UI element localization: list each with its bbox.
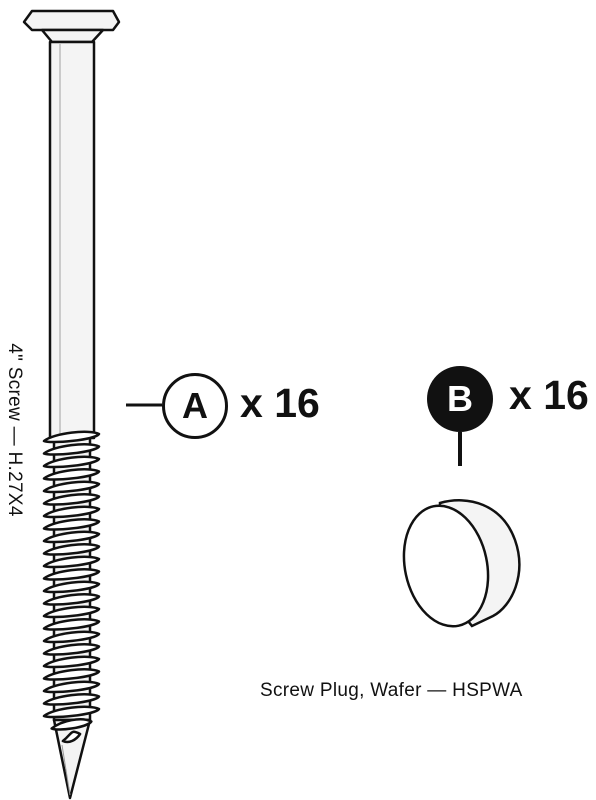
quantity-a: x 16 — [240, 380, 320, 426]
thread-ridge — [42, 705, 101, 719]
thread-ridge — [42, 618, 101, 631]
thread-ridge — [42, 593, 101, 606]
screw-caption: 4" Screw — H.27X4 — [4, 343, 25, 517]
thread-ridge — [50, 718, 93, 731]
thread-ridge — [42, 518, 101, 531]
screw-icon — [22, 9, 121, 800]
thread-ridge — [42, 580, 101, 594]
plug-caption: Screw Plug, Wafer — HSPWA — [260, 680, 523, 701]
thread-ridge — [42, 680, 101, 694]
thread-ridge — [42, 555, 101, 569]
badge-b: B — [427, 366, 493, 432]
thread-ridge — [42, 543, 101, 556]
thread-ridge — [42, 443, 101, 456]
thread-ridge — [42, 655, 101, 669]
thread-ridge — [42, 455, 101, 469]
screw-plug-icon — [402, 499, 521, 628]
badge-a: A — [162, 373, 228, 439]
thread-ridge — [42, 605, 101, 619]
thread-ridge — [42, 493, 101, 506]
thread-ridge — [42, 643, 101, 656]
thread-ridge — [42, 480, 101, 494]
thread-ridge — [42, 693, 101, 706]
thread-ridge — [42, 668, 101, 681]
thread-ridge — [61, 730, 82, 744]
quantity-b: x 16 — [509, 372, 589, 418]
thread-ridge — [42, 505, 101, 519]
thread-ridge — [42, 530, 101, 544]
thread-ridge — [42, 630, 101, 644]
thread-ridge — [42, 430, 101, 444]
thread-ridge — [42, 568, 101, 581]
thread-ridge — [42, 468, 101, 481]
